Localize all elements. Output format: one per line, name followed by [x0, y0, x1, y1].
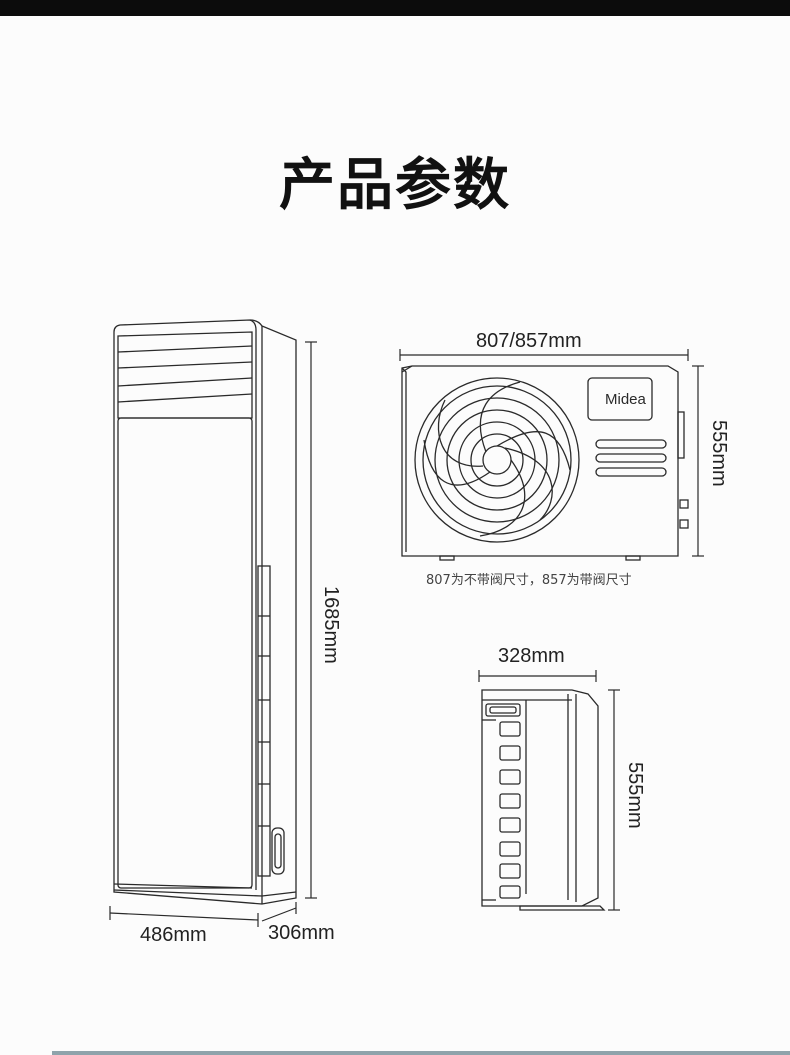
outdoor-width-label: 807/857mm	[476, 330, 582, 352]
outdoor-height-label: 555mm	[708, 420, 730, 487]
top-bar	[0, 0, 790, 16]
indoor-width-label: 486mm	[140, 924, 207, 946]
brand-logo: Midea	[605, 391, 647, 408]
side-height-label: 555mm	[624, 762, 646, 829]
outdoor-dimension-lines	[399, 349, 704, 557]
valve-size-note: 807为不带阀尺寸，857为带阀尺寸	[426, 573, 632, 588]
bottom-divider	[52, 1051, 790, 1055]
outdoor-side-dimension-lines	[478, 670, 620, 911]
page-title: 产品参数	[279, 153, 511, 218]
indoor-height-label: 1685mm	[320, 586, 342, 664]
outdoor-unit-drawing	[401, 365, 689, 561]
outdoor-side-drawing	[481, 689, 606, 911]
indoor-unit-drawing	[113, 319, 297, 905]
side-depth-label: 328mm	[498, 645, 565, 667]
indoor-depth-label: 306mm	[268, 922, 335, 944]
indoor-dimension-lines	[109, 341, 317, 927]
